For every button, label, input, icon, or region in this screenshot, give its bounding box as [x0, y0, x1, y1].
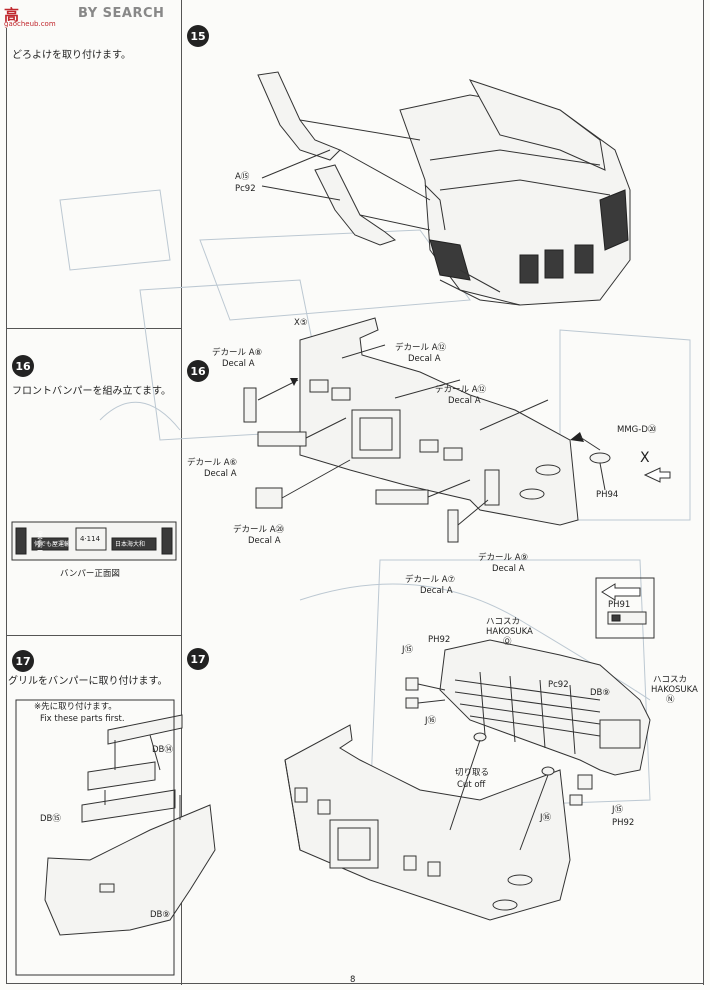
instruction-17: グリルをバンパーに取り付けます。 — [8, 676, 168, 687]
right-border — [703, 0, 704, 985]
logo-sub: gaocheub.com — [4, 20, 56, 28]
label-ph92-b: PH92 — [612, 818, 635, 828]
instruction-15: どろよけを取り付けます。 — [12, 50, 131, 61]
hakosuka-o-jp: ハコスカ — [486, 617, 521, 627]
hakosuka-o-en: HAKOSUKA — [486, 627, 533, 637]
label-j15-b: J⑮ — [612, 805, 624, 815]
label-db15: DB⑮ — [40, 814, 61, 824]
decal-a12a-jp: デカール A⑫ — [395, 343, 447, 353]
label-a15: A⑮ — [235, 172, 250, 182]
instruction-16: フロントバンパーを組み立てます。 — [12, 386, 171, 397]
left-border — [6, 28, 7, 983]
label-db9: DB⑨ — [150, 910, 170, 920]
bumper-17 — [284, 724, 571, 921]
x-mark: X — [640, 450, 650, 466]
mud-flap-2 — [314, 164, 397, 246]
bumper-front-view — [11, 521, 177, 561]
grille-parts — [44, 714, 216, 936]
light-j16 — [405, 697, 419, 709]
label-pc92: Pc92 — [235, 184, 256, 194]
decal-a6-en: Decal A — [204, 469, 237, 479]
label-x5: X⑤ — [294, 318, 308, 328]
decal-a20-jp: デカール A⑳ — [233, 525, 285, 535]
label-db9-r: DB⑨ — [590, 688, 610, 698]
bumper-right-sign-text: 日本海大和 — [115, 541, 146, 548]
label-ph94: PH94 — [596, 490, 619, 500]
label-j16-a: J⑯ — [425, 716, 437, 726]
decal-a7-jp: デカール A⑦ — [405, 575, 456, 585]
logo-brand-b: BY SEARCH — [78, 6, 165, 21]
column-divider — [181, 0, 182, 985]
mmg-lamp — [589, 452, 611, 464]
label-db14: DB⑭ — [152, 745, 173, 755]
step-16: 16 — [187, 360, 209, 382]
front-bumper — [299, 317, 579, 526]
hakosuka-n-en: HAKOSUKA — [651, 685, 698, 695]
step-17-left: 17 — [12, 650, 34, 672]
site-logo: 高 BY SEARCH gaocheub.com — [0, 0, 170, 28]
label-j15-top: J⑮ — [402, 645, 414, 655]
fix-first-en: Fix these parts first. — [40, 714, 125, 724]
light-j15 — [405, 677, 419, 691]
label-j16-b: J⑯ — [540, 813, 552, 823]
label-ph92-top: PH92 — [428, 635, 451, 645]
label-ph91: PH91 — [608, 600, 631, 610]
step-17: 17 — [187, 648, 209, 670]
hakosuka-n-num: Ⓝ — [666, 695, 675, 705]
bumper-left-sign-text: 安全第一 — [36, 531, 42, 553]
label-pc92-b: Pc92 — [548, 680, 569, 690]
decal-a8-jp: デカール A⑧ — [212, 348, 263, 358]
bumper-caption: バンパー正面図 — [60, 569, 120, 579]
decal-a7-en: Decal A — [420, 586, 453, 596]
hakosuka-n-jp: ハコスカ — [653, 675, 688, 685]
page-number: 8 — [350, 975, 356, 985]
fix-first-jp: ※先に取り付けます。 — [34, 702, 117, 712]
cutoff-jp: 切り取る — [455, 768, 490, 778]
decal-a20-en: Decal A — [248, 536, 281, 546]
grille — [439, 639, 651, 776]
left-divider-1 — [6, 328, 181, 329]
label-mmg-d20: MMG-D⑳ — [617, 425, 657, 435]
bumper-display-text: 4·114 — [80, 535, 101, 543]
light-j16b — [569, 794, 583, 806]
cutoff-en: Cut off — [457, 780, 486, 790]
decal-a9-jp: デカール A⑨ — [478, 553, 529, 563]
left-divider-2 — [6, 635, 181, 636]
decal-a12b-jp: デカール A⑫ — [435, 385, 487, 395]
decal-a12a-en: Decal A — [408, 354, 441, 364]
step-15: 15 — [187, 25, 209, 47]
decal-sheets — [243, 387, 459, 543]
decal-a12b-en: Decal A — [448, 396, 481, 406]
cab-assembly — [399, 79, 631, 306]
light-j15b — [577, 774, 593, 790]
decal-a6-jp: デカール A⑥ — [187, 458, 238, 468]
decal-a9-en: Decal A — [492, 564, 525, 574]
step-16-left: 16 — [12, 355, 34, 377]
decal-a8-en: Decal A — [222, 359, 255, 369]
logo-brand-a: 高 — [4, 6, 20, 24]
bumper-mid-sign-text: 何でも屋運輸 — [34, 541, 71, 548]
hakosuka-o-num: Ⓞ — [503, 637, 512, 647]
bottom-border — [6, 983, 703, 984]
mud-flap-1 — [257, 71, 341, 161]
